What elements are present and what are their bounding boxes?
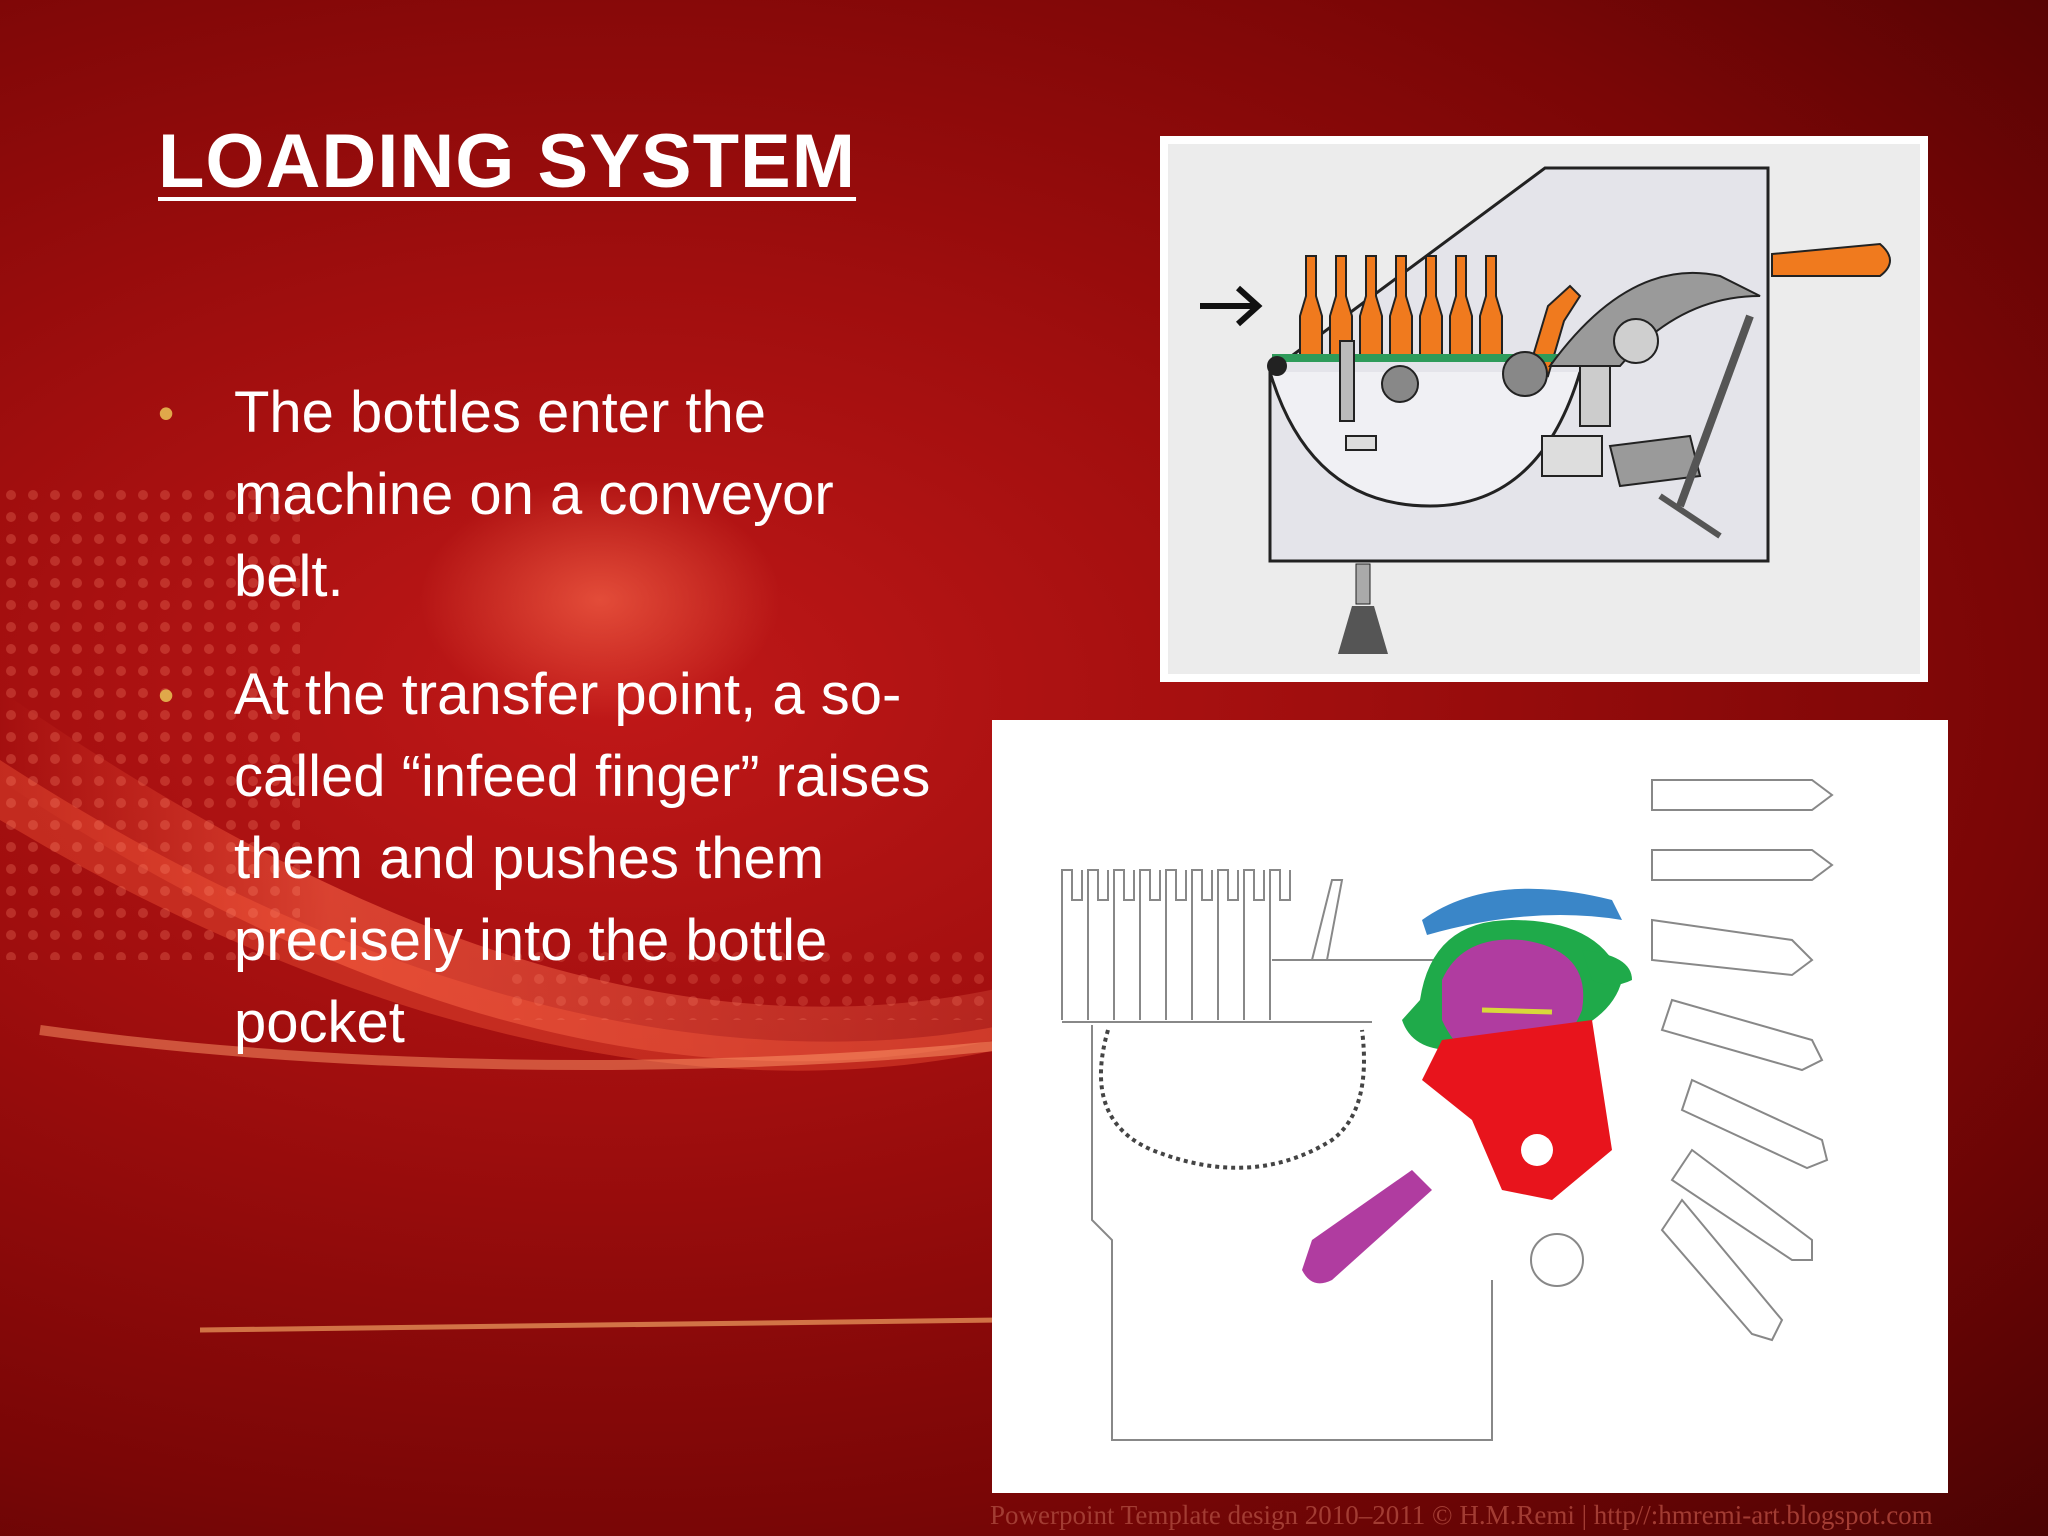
bullet-item: • At the transfer point, a so-called “in… [158, 654, 958, 1064]
bullet-item: • The bottles enter the machine on a con… [158, 372, 958, 618]
bullet-dot-icon: • [158, 669, 175, 721]
bullet-text: At the transfer point, a so-called “infe… [234, 662, 931, 1055]
bullet-dot-icon: • [158, 387, 175, 439]
infeed-finger-diagram [992, 720, 1948, 1493]
loading-machine-diagram [1160, 136, 1928, 682]
infeed-finger-illustration [1061, 779, 1834, 1441]
slide-title: LOADING SYSTEM [158, 119, 857, 204]
bullet-text: The bottles enter the machine on a conve… [234, 380, 834, 609]
footer-credit: Powerpoint Template design 2010–2011 © H… [990, 1500, 1933, 1530]
bullet-list: • The bottles enter the machine on a con… [158, 372, 958, 1100]
arrow-right-icon [1200, 285, 1263, 327]
loading-machine-illustration [1168, 144, 1920, 674]
